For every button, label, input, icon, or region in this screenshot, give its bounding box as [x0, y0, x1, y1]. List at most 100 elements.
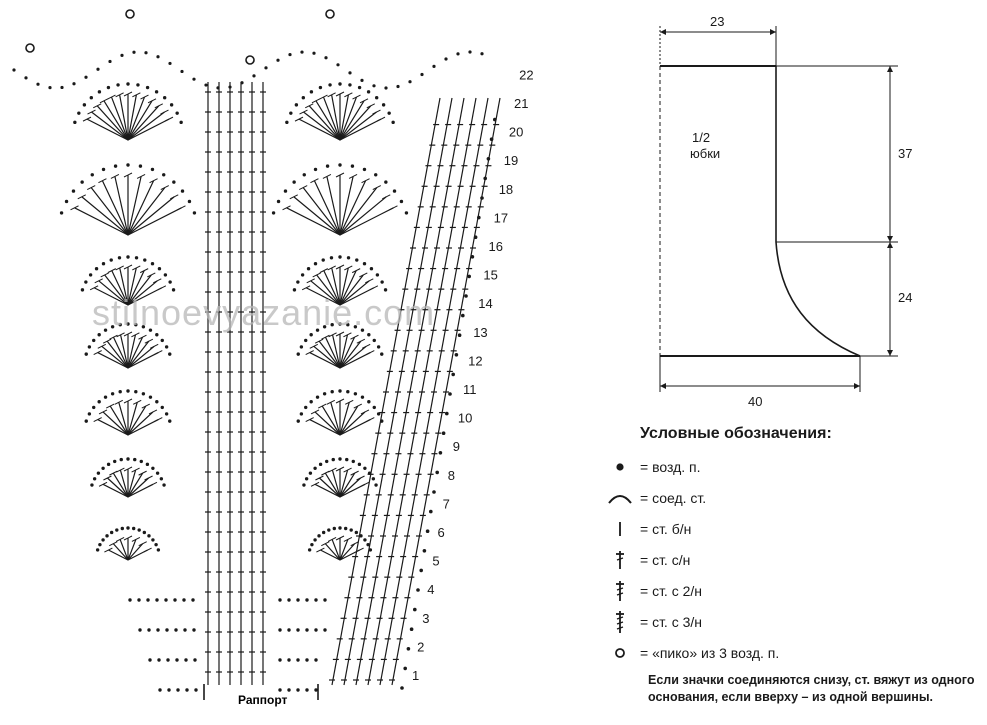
chain-dot [329, 256, 334, 260]
chain-dot [366, 542, 370, 547]
fan-stitch [114, 176, 129, 236]
fan-stitch-tick [123, 172, 133, 178]
fan-stitch [127, 111, 165, 141]
fan-stitch-tick [87, 109, 96, 115]
legend-item-text: = ст. с 2/н [640, 582, 703, 599]
fan-stitch-tick [343, 467, 352, 473]
chain-dot [366, 90, 371, 94]
repeat-label: Раппорт [238, 693, 288, 707]
fan-stitch [86, 118, 129, 141]
chain-dot [101, 538, 105, 542]
fan-stitch-tick [132, 92, 141, 98]
fan-stitch [339, 419, 371, 436]
chain-dot [380, 280, 384, 284]
fan-stitch-tick [131, 332, 140, 338]
chain-dot [136, 83, 140, 87]
chain-dot [343, 526, 348, 531]
chain-dot [134, 389, 138, 394]
chain-dot [346, 322, 350, 327]
fan-stitch-tick [309, 343, 319, 349]
stitch-columns [205, 82, 501, 686]
chain-dot [156, 548, 161, 552]
fan-stitch [331, 539, 341, 561]
fan-stitch-tick [350, 541, 359, 547]
chain-dot [368, 548, 373, 552]
chain-dot [110, 392, 115, 396]
chain-dot [353, 325, 358, 329]
chain-dot [445, 411, 449, 416]
fan-stitch [127, 180, 155, 236]
fan-stitch-tick [365, 278, 374, 284]
fan-stitch-tick [94, 278, 103, 284]
chain-dot [24, 76, 28, 80]
chain-dot [348, 83, 352, 87]
fan-stitch [127, 267, 137, 306]
chain-dot [287, 688, 291, 692]
chain-dot [126, 322, 130, 326]
chain-dot [192, 211, 197, 215]
chain-dot [288, 52, 292, 57]
chain-dot [151, 538, 155, 542]
chain-dot [408, 80, 412, 84]
chain-dot [419, 568, 424, 573]
picot [125, 9, 135, 19]
fan-stitch-tick [154, 350, 163, 356]
chain-dot [126, 389, 130, 393]
chain-dot [374, 483, 378, 487]
fan-stitch [339, 270, 357, 306]
fan-stitch-tick [298, 185, 308, 191]
chain-dot [96, 471, 101, 475]
chain-dot [154, 90, 159, 94]
fan-motifs [25, 9, 398, 561]
fan-stitch [127, 477, 149, 498]
fan-stitch-tick [343, 332, 352, 338]
chain-dot [400, 686, 404, 690]
chain-dot [97, 90, 102, 94]
chain-dot [157, 658, 161, 662]
fan-stitch [103, 100, 129, 141]
chain-dot [147, 534, 151, 538]
chain-dot [307, 548, 312, 552]
chain-dot [191, 598, 195, 602]
chain-dot [296, 280, 300, 284]
chain-dot [183, 628, 187, 632]
chain-dot [380, 419, 384, 423]
fan-stitch-tick [138, 541, 147, 547]
chain-dot [184, 658, 188, 662]
chain-dot [336, 63, 340, 67]
fan-stitch-tick [360, 481, 370, 487]
fan-stitch-tick [327, 265, 336, 271]
chain-dot [486, 157, 491, 161]
chain-dot [338, 255, 342, 259]
fan-stitch-tick [106, 403, 115, 409]
fan-stitch-tick [327, 92, 336, 98]
chain-dot [131, 526, 136, 531]
chain-dot [338, 457, 342, 461]
chain-dot [133, 457, 137, 462]
chain-dot [376, 345, 381, 349]
chain-dot [126, 163, 130, 167]
chain-dot [137, 528, 141, 532]
fan-stitch-tick [376, 116, 386, 122]
chain-dot [216, 86, 220, 90]
fan-stitch [303, 111, 341, 141]
chain-dot [77, 111, 81, 115]
fan-stitch [74, 207, 129, 236]
fan-stitch-tick [138, 334, 147, 340]
fan-stitch [302, 187, 341, 236]
chain-dot [92, 477, 97, 481]
chain-dot [164, 345, 169, 349]
fan-stitch [314, 411, 341, 436]
row-number: 21 [514, 96, 528, 111]
chain-dot [192, 77, 196, 81]
chain-dot [173, 598, 177, 602]
fan-stitch-tick [115, 265, 124, 271]
chain-dot [314, 688, 318, 692]
chain-dot [324, 56, 328, 60]
fan-stitch-tick [153, 278, 162, 284]
legend-item-text: = возд. п. [640, 458, 701, 475]
chain-dot [143, 258, 147, 262]
fan-stitch-tick [107, 268, 117, 274]
fan-stitch-tick [301, 285, 311, 291]
fan-stitch-tick [345, 399, 354, 405]
